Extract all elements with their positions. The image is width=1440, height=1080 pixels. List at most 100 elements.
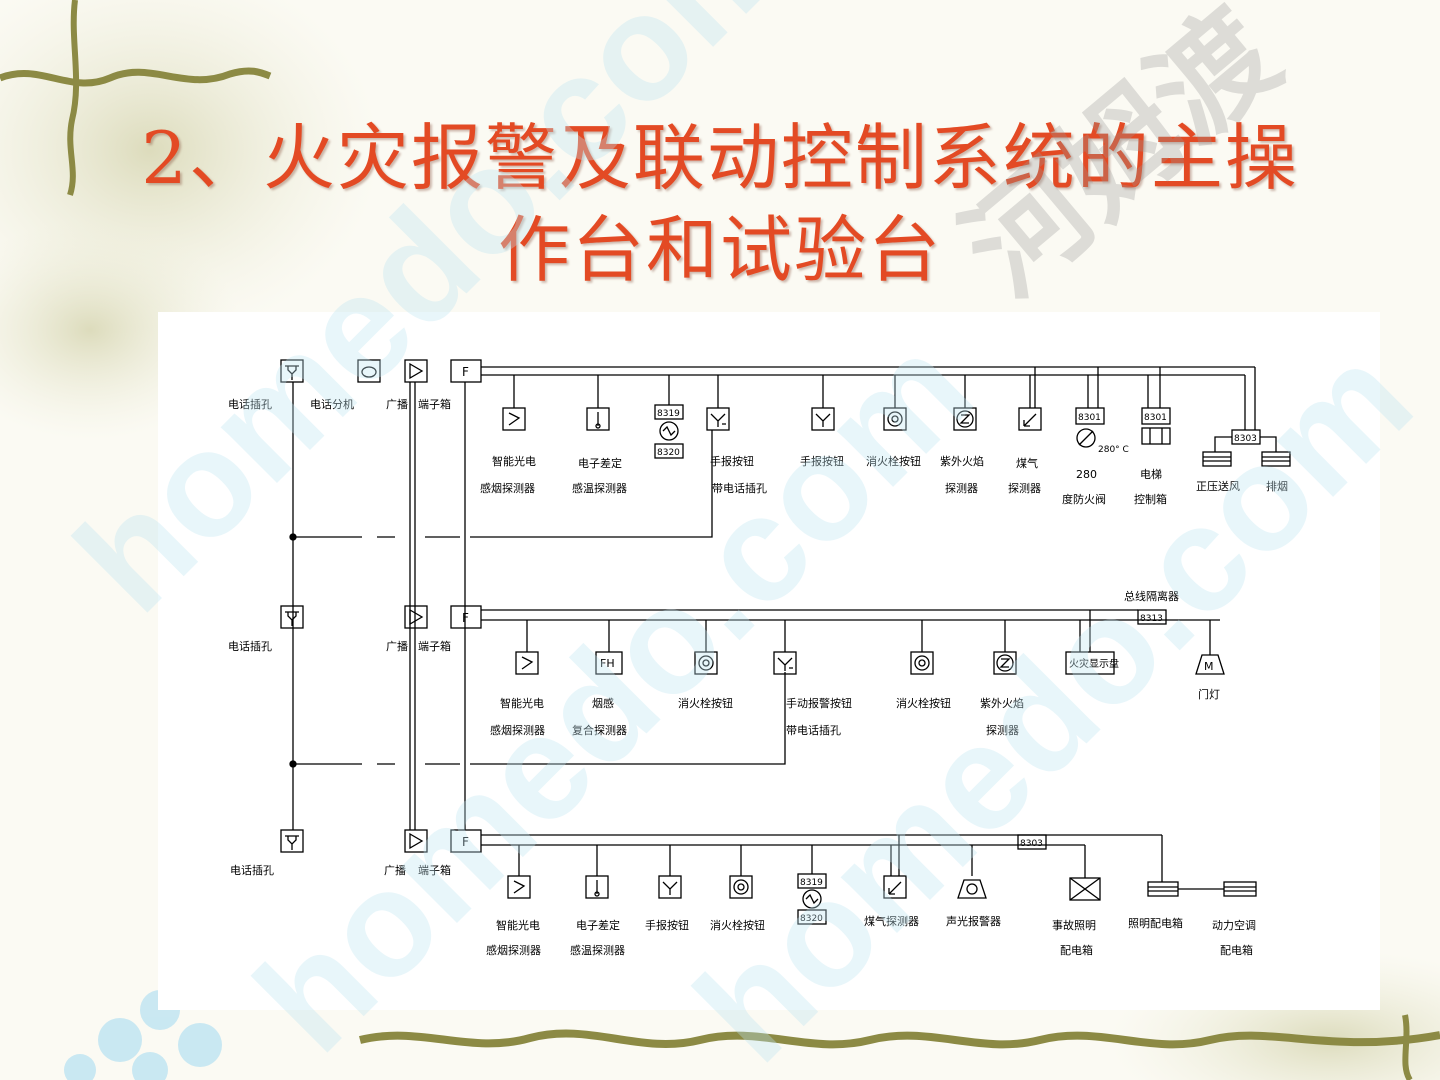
- diagram-panel: [158, 312, 1380, 1010]
- telephone-icon: [357, 359, 381, 383]
- label: 配电箱: [1220, 943, 1253, 957]
- damper-temp: 280° C: [1098, 445, 1129, 455]
- door-light-icon: M: [1195, 654, 1225, 675]
- label: 手动报警按钮: [786, 696, 852, 710]
- code-8319: 8319: [657, 409, 680, 419]
- terminal-box-label: F: [462, 611, 469, 625]
- power-hvac-box-icon: [1223, 881, 1257, 897]
- fh-symbol: FH: [600, 657, 615, 670]
- speaker-icon: [404, 829, 428, 853]
- label: 探测器: [986, 724, 1019, 737]
- label-broadcast: 广播: [386, 397, 408, 411]
- flower-bottom-left: [64, 990, 222, 1080]
- terminal-box-icon: F: [450, 829, 482, 853]
- slide-title: 2、火灾报警及联动控制系统的主操 作台和试验台: [60, 112, 1380, 296]
- label: 消火栓按钮: [678, 696, 733, 710]
- manual-alarm-phone-icon: [773, 651, 797, 675]
- code-8301-b: 8301: [1144, 413, 1167, 423]
- module-8303-icon: 8303: [1202, 429, 1291, 467]
- label: 门灯: [1198, 687, 1220, 701]
- terminal-box-icon: F: [450, 359, 482, 383]
- damper-module-icon: 8301 280° C: [1075, 407, 1129, 455]
- floor1-labels: 智能光电 感烟探测器 电子差定 感温探测器 手报按钮 带电话插孔 手报按钮 消火…: [480, 454, 1288, 506]
- code-8320: 8320: [657, 448, 680, 458]
- hydrant-button-icon: [883, 407, 907, 431]
- label: 烟感: [592, 696, 614, 710]
- label: 声光报警器: [946, 914, 1001, 928]
- sounder-strobe-icon: [957, 879, 987, 899]
- code-8313: 8313: [1140, 614, 1163, 624]
- label: 火灾显示盘: [1069, 657, 1119, 670]
- terminal-box-label: F: [462, 365, 469, 379]
- label: 排烟: [1266, 479, 1288, 493]
- label: 感温探测器: [570, 944, 625, 957]
- module-8303-icon: 8303: [1017, 834, 1047, 850]
- vine-bottom-right: [1402, 1014, 1413, 1080]
- label: 280: [1076, 468, 1097, 481]
- label: 电子差定: [578, 456, 622, 470]
- terminal-box-icon: F: [450, 605, 482, 629]
- speaker-icon: [404, 605, 428, 629]
- gas-detector-icon: [883, 875, 907, 899]
- label: 控制箱: [1134, 492, 1167, 506]
- label-phone-jack: 电话插孔: [230, 863, 274, 877]
- label: 手报按钮: [800, 454, 844, 468]
- label: 智能光电: [492, 454, 536, 468]
- label: 消火栓按钮: [710, 918, 765, 932]
- label: 正压送风: [1196, 479, 1240, 493]
- label: 消火栓按钮: [896, 696, 951, 710]
- gas-detector-icon: [1018, 407, 1042, 431]
- vine-bottom: [359, 1029, 1440, 1049]
- label-phone-extension: 电话分机: [310, 397, 354, 411]
- label: 煤气: [1016, 456, 1038, 470]
- label: 探测器: [945, 482, 978, 495]
- junction-dot: [289, 760, 297, 768]
- label: 紫外火焰: [980, 696, 1024, 710]
- vine-top-left: [0, 67, 272, 87]
- module-icon: [802, 889, 822, 909]
- code-8301-a: 8301: [1078, 413, 1101, 423]
- label: 紫外火焰: [940, 454, 984, 468]
- floor1-drops: [513, 367, 1256, 430]
- floor3-labels: 智能光电 感烟探测器 电子差定 感温探测器 手报按钮 消火栓按钮 煤气探测器 声…: [486, 914, 1256, 957]
- label: 感烟探测器: [486, 943, 541, 957]
- bus-isolator-icon: 8313: [1137, 609, 1167, 625]
- manual-call-point-icon: [811, 407, 835, 431]
- heat-detector-icon: [585, 875, 609, 899]
- uv-flame-detector-icon: [993, 651, 1017, 675]
- vine-top-left-vertical: [67, 0, 80, 196]
- label-terminal-box: 端子箱: [418, 863, 451, 877]
- manual-call-point-phone-icon: [706, 407, 730, 431]
- smoke-detector-icon: [507, 875, 531, 899]
- label: 智能光电: [496, 918, 540, 932]
- floor2-drops: [526, 610, 1211, 655]
- lighting-box-icon: [1147, 881, 1179, 897]
- emergency-lighting-box-icon: [1069, 877, 1101, 901]
- label: 电梯: [1140, 468, 1162, 481]
- label: 动力空调: [1212, 918, 1256, 932]
- slide-title-line-2: 作台和试验台: [497, 208, 942, 292]
- code-8320: 8320: [800, 914, 823, 924]
- hydrant-button-icon: [729, 875, 753, 899]
- phone-jack-icon: [280, 829, 304, 853]
- label: 配电箱: [1060, 943, 1093, 957]
- phone-jack-icon: [280, 605, 304, 629]
- label: 电子差定: [576, 918, 620, 932]
- label: 复合探测器: [572, 723, 627, 737]
- label: 消火栓按钮: [866, 454, 921, 468]
- speaker-icon: [404, 359, 428, 383]
- elevator-module-icon: 8301: [1141, 407, 1171, 445]
- code-8303-b: 8303: [1020, 839, 1043, 849]
- floor2-labels: 智能光电 感烟探测器 烟感 复合探测器 消火栓按钮 手动报警按钮 带电话插孔 消…: [490, 687, 1220, 737]
- hydrant-button-icon: [910, 651, 934, 675]
- uv-flame-detector-icon: [953, 407, 977, 431]
- module-8320-icon: 8320: [797, 909, 827, 925]
- manual-call-point-icon: [658, 875, 682, 899]
- label: 感温探测器: [572, 482, 627, 495]
- terminal-box-label: F: [462, 835, 469, 849]
- module-icon: [659, 421, 679, 441]
- label-phone-jack: 电话插孔: [228, 639, 272, 653]
- label: 智能光电: [500, 696, 544, 710]
- label: 感烟探测器: [490, 723, 545, 737]
